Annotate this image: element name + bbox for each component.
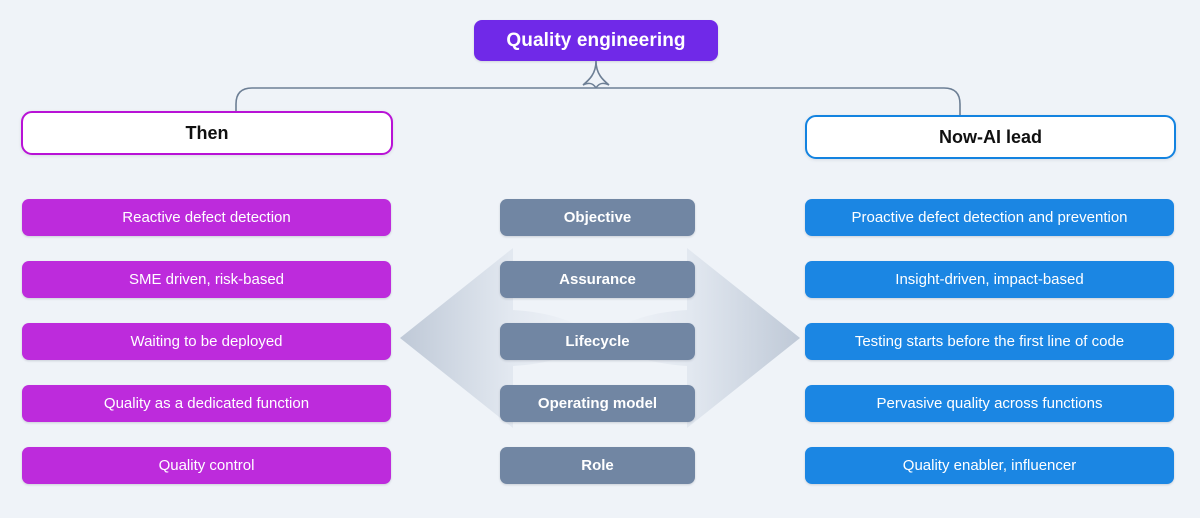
then-row-4[interactable]: Quality control [22, 447, 391, 484]
then-row-4-label: Quality control [158, 457, 255, 474]
now-row-2-label: Testing starts before the first line of … [854, 333, 1125, 350]
category-row-2-label: Lifecycle [565, 333, 630, 350]
column-header-now-label: Now-AI lead [938, 126, 1042, 147]
then-row-3-label: Quality as a dedicated function [103, 395, 310, 412]
diagram-title: Quality engineering [506, 29, 686, 51]
now-row-0-label: Proactive defect detection and preventio… [851, 209, 1128, 226]
category-row-2[interactable]: Lifecycle [500, 323, 695, 360]
then-row-3[interactable]: Quality as a dedicated function [22, 385, 391, 422]
diagram-title-box: Quality engineering [474, 20, 718, 61]
now-row-4[interactable]: Quality enabler, influencer [805, 447, 1174, 484]
category-row-4-label: Role [581, 457, 614, 474]
column-header-now[interactable]: Now-AI lead [805, 115, 1176, 159]
now-row-4-label: Quality enabler, influencer [902, 457, 1077, 474]
category-row-3-label: Operating model [537, 395, 658, 412]
column-header-then-label: Then [185, 122, 229, 143]
then-row-2-label: Waiting to be deployed [130, 333, 283, 350]
category-row-1[interactable]: Assurance [500, 261, 695, 298]
now-row-3[interactable]: Pervasive quality across functions [805, 385, 1174, 422]
category-row-0-label: Objective [563, 209, 632, 226]
now-row-3-label: Pervasive quality across functions [876, 395, 1103, 412]
then-row-2[interactable]: Waiting to be deployed [22, 323, 391, 360]
then-row-0-label: Reactive defect detection [122, 209, 291, 226]
then-row-1[interactable]: SME driven, risk-based [22, 261, 391, 298]
now-row-0[interactable]: Proactive defect detection and preventio… [805, 199, 1174, 236]
category-row-4[interactable]: Role [500, 447, 695, 484]
column-header-then[interactable]: Then [21, 111, 393, 155]
now-row-1-label: Insight-driven, impact-based [895, 271, 1084, 288]
category-row-3[interactable]: Operating model [500, 385, 695, 422]
then-row-0[interactable]: Reactive defect detection [22, 199, 391, 236]
category-row-0[interactable]: Objective [500, 199, 695, 236]
now-row-2[interactable]: Testing starts before the first line of … [805, 323, 1174, 360]
then-row-1-label: SME driven, risk-based [128, 271, 285, 288]
now-row-1[interactable]: Insight-driven, impact-based [805, 261, 1174, 298]
category-row-1-label: Assurance [559, 271, 636, 288]
